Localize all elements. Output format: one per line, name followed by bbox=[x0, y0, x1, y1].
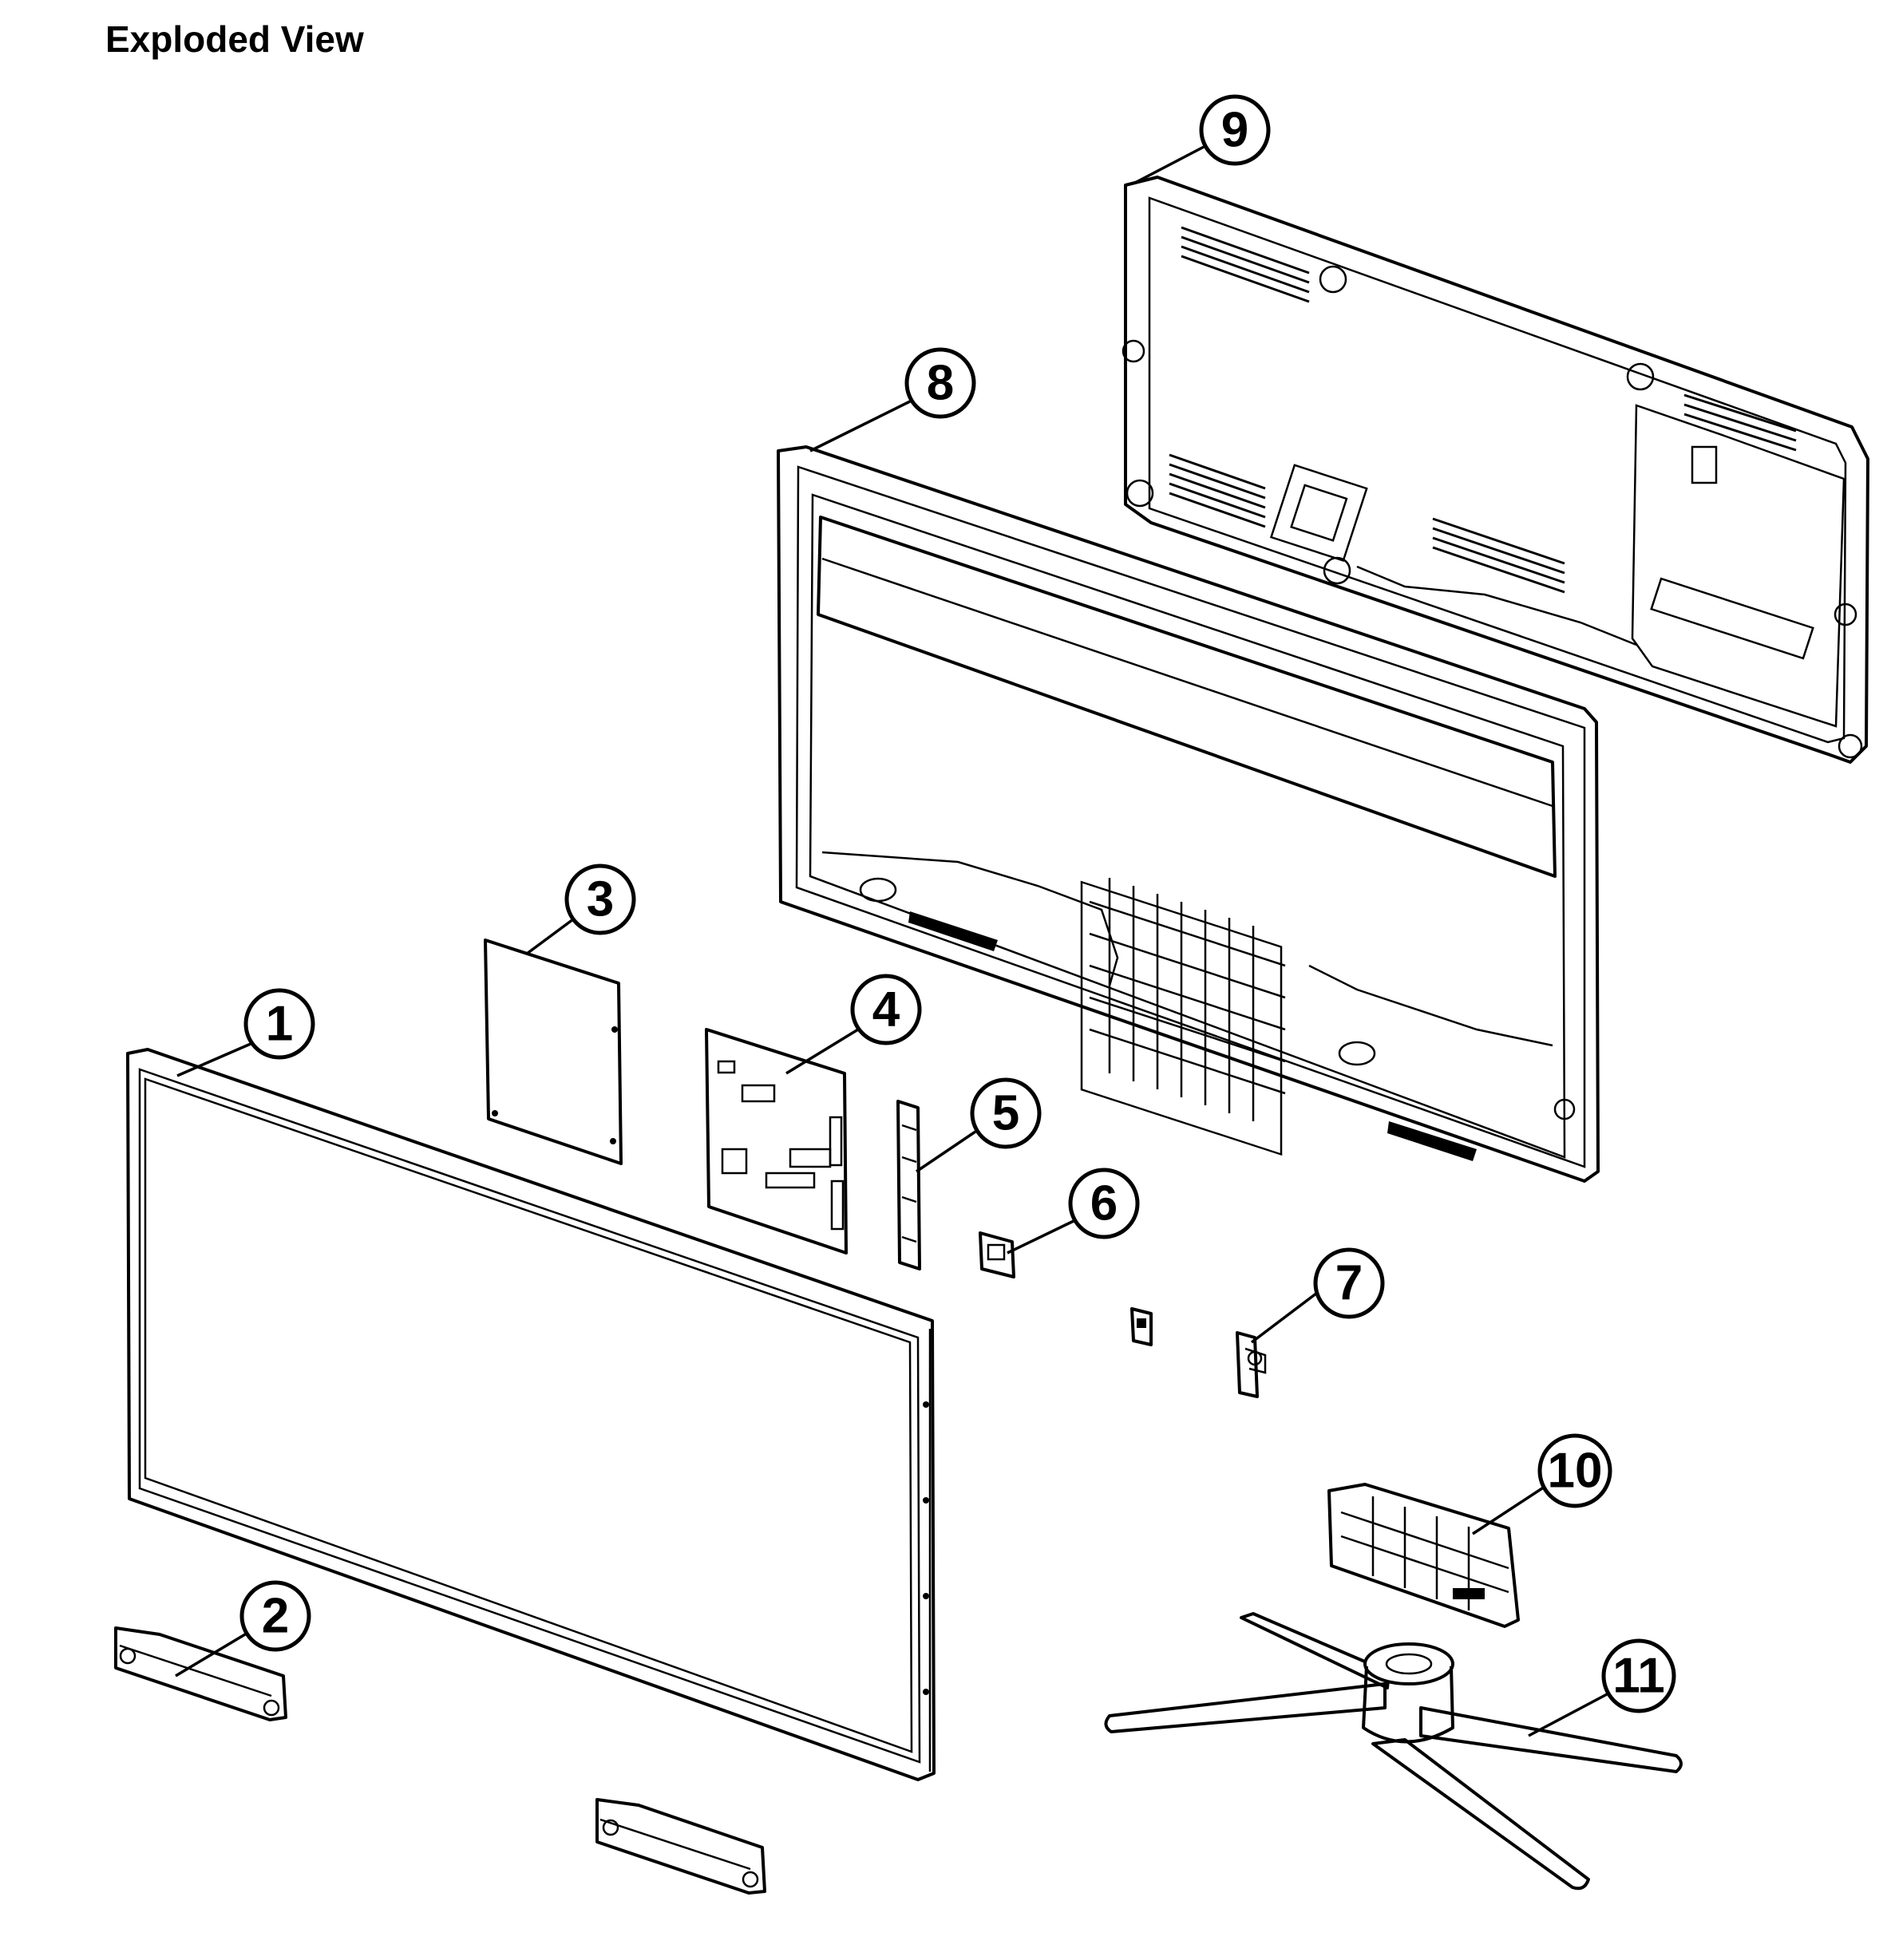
part-panel-bracket-right bbox=[595, 1798, 766, 1895]
callout-3-label: 3 bbox=[587, 872, 614, 927]
callout-4-label: 4 bbox=[872, 982, 900, 1037]
part-stand-base bbox=[1104, 1612, 1683, 1891]
part-small-bracket bbox=[979, 1231, 1015, 1278]
part-display-panel bbox=[126, 1048, 936, 1781]
callout-9: 9 bbox=[1199, 94, 1271, 166]
callout-4: 4 bbox=[850, 974, 922, 1045]
part-small-board bbox=[484, 939, 623, 1165]
callout-8: 8 bbox=[904, 347, 976, 419]
callout-9-label: 9 bbox=[1221, 103, 1248, 158]
callout-11: 11 bbox=[1601, 1638, 1676, 1713]
callout-2-label: 2 bbox=[262, 1589, 289, 1644]
callout-10: 10 bbox=[1537, 1433, 1612, 1508]
callout-8-label: 8 bbox=[927, 356, 954, 411]
callout-1-label: 1 bbox=[266, 997, 293, 1052]
part-connector-strip bbox=[896, 1100, 921, 1270]
callout-5-label: 5 bbox=[992, 1086, 1019, 1141]
part-rear-cover bbox=[1122, 176, 1869, 764]
callout-7: 7 bbox=[1313, 1247, 1385, 1319]
callout-2: 2 bbox=[239, 1580, 311, 1652]
callout-5: 5 bbox=[970, 1077, 1042, 1149]
callout-6: 6 bbox=[1068, 1168, 1140, 1239]
part-main-board bbox=[705, 1028, 848, 1255]
part-middle-frame bbox=[777, 445, 1600, 1183]
part-sensor-module bbox=[1236, 1331, 1267, 1398]
callout-3: 3 bbox=[564, 863, 636, 935]
callout-6-label: 6 bbox=[1090, 1176, 1118, 1231]
part-panel-bracket-left bbox=[114, 1626, 287, 1721]
callout-10-label: 10 bbox=[1548, 1444, 1603, 1499]
leader-lines bbox=[175, 144, 1609, 1737]
part-clip bbox=[1130, 1307, 1153, 1346]
callout-7-label: 7 bbox=[1335, 1256, 1363, 1311]
callout-11-label: 11 bbox=[1612, 1649, 1665, 1704]
part-stand-bracket bbox=[1327, 1483, 1520, 1628]
callout-1: 1 bbox=[243, 988, 315, 1060]
diagram-title: Exploded View bbox=[105, 18, 364, 60]
